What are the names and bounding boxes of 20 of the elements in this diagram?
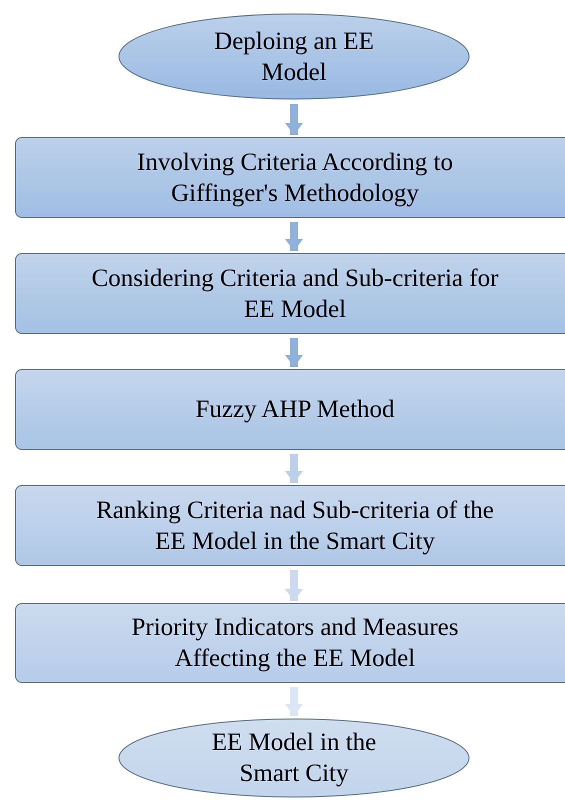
step-text: Deploing an EE Model xyxy=(213,26,375,88)
arrow xyxy=(285,570,303,601)
process-box xyxy=(15,485,565,566)
arrow xyxy=(285,687,303,716)
step-text: Involving Criteria According to Giffinger's Methodology xyxy=(136,148,454,208)
step-text: Considering Criteria and Sub-criteria for EE Model xyxy=(90,264,500,324)
arrow xyxy=(285,104,303,135)
arrow xyxy=(285,338,303,367)
step-text: Fuzzy AHP Method xyxy=(194,395,396,425)
terminal-ellipse xyxy=(118,13,470,100)
step-text: Priority Indicators and Measures Affecting the EE Model xyxy=(130,613,460,674)
step-text: EE Model in the Smart City xyxy=(210,728,378,789)
process-box xyxy=(15,603,565,683)
process-box xyxy=(15,369,565,450)
arrow xyxy=(285,222,303,251)
process-box xyxy=(15,253,565,334)
process-box xyxy=(15,137,565,218)
step-text: Ranking Criteria nad Sub-criteria of the EE Model in the Smart City xyxy=(95,496,495,556)
terminal-ellipse xyxy=(118,718,470,798)
arrow xyxy=(285,454,303,483)
